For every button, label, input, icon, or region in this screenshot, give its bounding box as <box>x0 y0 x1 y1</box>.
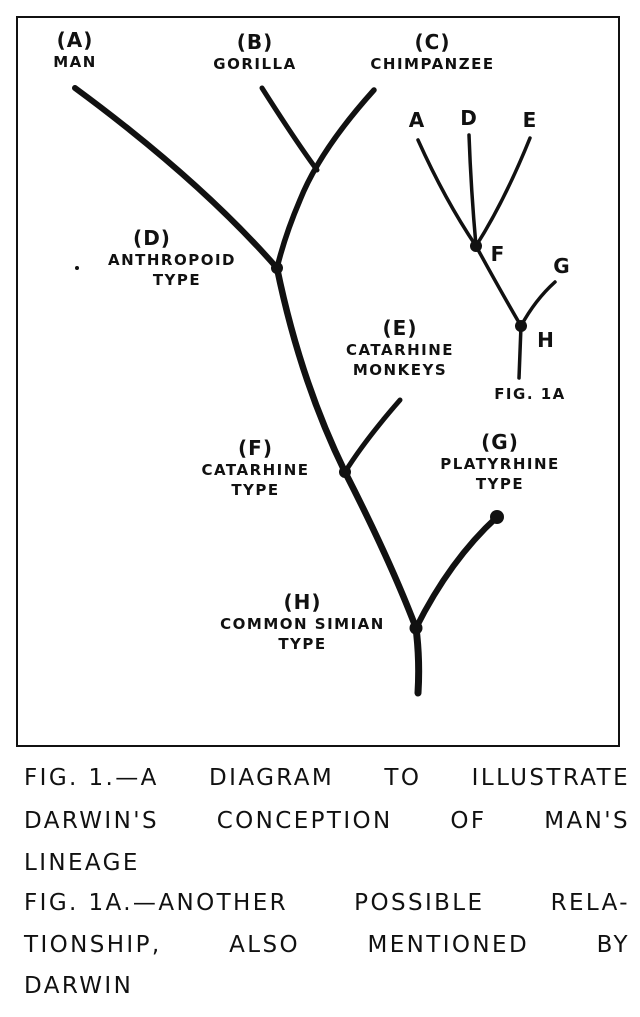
stray-mark <box>75 266 79 270</box>
label-catarhine-type-line2: TYPE <box>231 481 280 499</box>
fig1a-branch-e <box>474 136 532 248</box>
label-anthropoid-line1: ANTHROPOID <box>107 251 237 269</box>
branch-anthropoid-to-catarhine <box>273 264 349 476</box>
caption-fig1a-line2: TIONSHIP, ALSO MENTIONED BY <box>24 931 630 959</box>
label-common-simian-letter: (H) <box>283 590 322 614</box>
label-chimpanzee-letter: (C) <box>414 30 451 54</box>
caption-fig1-line1: FIG. 1.—A DIAGRAM TO ILLUSTRATE <box>24 764 630 792</box>
branch-root <box>412 624 423 697</box>
node-h-dot <box>409 621 423 635</box>
caption-word: MENTIONED <box>367 932 530 958</box>
caption-fig1-line2: DARWIN'S CONCEPTION OF MAN'S <box>24 807 630 835</box>
branch-catarhine-to-simian <box>341 468 420 632</box>
label-catarhine-monkeys: (E) CATARHINE MONKEYS <box>330 316 470 380</box>
label-platyrhine-type-line1: PLATYRHINE <box>440 455 560 473</box>
caption-fig1-line3: LINEAGE <box>24 850 140 876</box>
node-f-dot <box>339 466 351 478</box>
label-man-name: MAN <box>53 53 97 71</box>
fig1a-branch-a <box>416 138 478 248</box>
caption-word: BY <box>596 932 630 958</box>
phylogenetic-tree <box>72 85 557 697</box>
caption-word: RELA- <box>550 890 630 916</box>
branch-man <box>72 85 280 271</box>
caption-word: POSSIBLE <box>354 890 485 916</box>
caption-word: MAN'S <box>544 808 630 834</box>
caption-word: DARWIN'S <box>24 808 159 834</box>
node-d-dot <box>271 262 283 274</box>
label-anthropoid-line2: TYPE <box>152 271 202 289</box>
label-gorilla-letter: (B) <box>236 30 274 54</box>
caption-word: ILLUSTRATE <box>471 765 630 791</box>
fig1a-node-f-dot <box>470 240 482 252</box>
label-man-letter: (A) <box>56 28 94 52</box>
figure-frame <box>16 16 620 747</box>
label-platyrhine-type: (G) PLATYRHINE TYPE <box>420 430 580 494</box>
label-catarhine-monkeys-line2: MONKEYS <box>352 361 448 379</box>
fig1a-label-f: F <box>490 242 506 266</box>
label-catarhine-type-letter: (F) <box>238 436 273 460</box>
fig1a-branch-d <box>467 133 478 248</box>
branch-chimpanzee <box>274 87 377 271</box>
label-catarhine-type: (F) CATARHINE TYPE <box>188 436 323 500</box>
caption-word: TIONSHIP, <box>24 932 162 958</box>
fig1a-caption: FIG. 1A <box>494 385 566 403</box>
fig1a-label-h: H <box>537 328 555 352</box>
caption-word: TO <box>384 765 422 791</box>
label-common-simian-line1: COMMON SIMIAN <box>220 615 385 633</box>
fig1a-label-d: D <box>460 106 478 130</box>
fig1a-node-h-dot <box>515 320 527 332</box>
fig1a-branch-root <box>517 324 523 380</box>
fig1a-label-e: E <box>522 108 538 132</box>
label-gorilla-name: GORILLA <box>213 55 297 73</box>
caption-word: FIG. 1A.—ANOTHER <box>24 890 289 916</box>
fig1a-branch-g <box>519 280 557 328</box>
fig1a-branch-f-h <box>474 244 523 328</box>
label-catarhine-monkeys-letter: (E) <box>382 316 418 340</box>
label-chimpanzee-name: CHIMPANZEE <box>370 55 495 73</box>
label-common-simian-line2: TYPE <box>278 635 327 653</box>
node-g-dot <box>490 510 504 524</box>
branch-platyrhine <box>413 514 500 631</box>
label-platyrhine-type-letter: (G) <box>481 430 519 454</box>
label-platyrhine-type-line2: TYPE <box>475 475 525 493</box>
label-gorilla: (B) GORILLA <box>195 30 315 74</box>
label-common-simian-type: (H) COMMON SIMIAN TYPE <box>190 590 415 654</box>
fig1a-label-g: G <box>553 254 571 278</box>
label-chimpanzee: (C) CHIMPANZEE <box>345 30 520 74</box>
caption-word: OF <box>450 808 487 834</box>
label-man: (A) MAN <box>40 28 110 72</box>
fig1a-label-a: A <box>408 108 426 132</box>
caption-word: FIG. 1.—A <box>24 765 159 791</box>
caption-fig1a-line1: FIG. 1A.—ANOTHER POSSIBLE RELA- <box>24 889 630 917</box>
branch-gorilla <box>259 85 320 173</box>
caption-word: DIAGRAM <box>209 765 335 791</box>
label-anthropoid-letter: (D) <box>133 226 171 250</box>
label-anthropoid: (D) ANTHROPOID TYPE <box>92 226 252 290</box>
caption-word: ALSO <box>229 932 300 958</box>
branch-catarhine-monkeys <box>342 397 403 475</box>
label-catarhine-type-line1: CATARHINE <box>201 461 310 479</box>
caption-word: CONCEPTION <box>216 808 393 834</box>
label-catarhine-monkeys-line1: CATARHINE <box>345 341 455 359</box>
caption-fig1a-line3: DARWIN <box>24 973 134 999</box>
